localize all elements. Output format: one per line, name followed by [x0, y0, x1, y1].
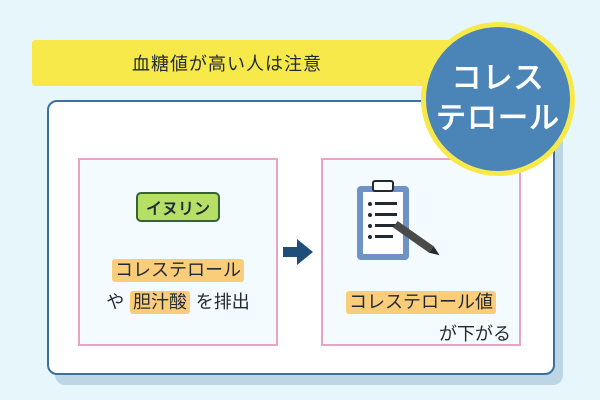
right-line-2: が下がる: [439, 324, 511, 345]
circle-line-1: コレス: [451, 61, 545, 96]
left-line-1: コレステロール: [80, 256, 276, 282]
left-suffix: を排出: [195, 292, 250, 313]
cholesterol-highlight: コレステロール: [112, 259, 244, 282]
bile-acid-highlight: 胆汁酸: [130, 291, 190, 314]
cholesterol-circle-badge: コレス テロール: [421, 22, 575, 176]
arrow-right-icon: [283, 239, 313, 265]
title-banner: 血糖値が高い人は注意: [32, 40, 482, 86]
circle-line-2: テロール: [436, 101, 560, 136]
clipboard-with-pen-icon: [357, 180, 440, 260]
banner-title: 血糖値が高い人は注意: [132, 54, 322, 75]
left-prefix: や: [106, 292, 125, 313]
cholesterol-value-highlight: コレステロール値: [346, 291, 496, 314]
result-card: コレステロール値 が下がる: [321, 158, 521, 346]
inulin-badge: イヌリン: [135, 192, 221, 222]
left-line-2: や 胆汁酸 を排出: [80, 288, 276, 314]
right-line-1: コレステロール値: [323, 288, 519, 314]
inulin-card: イヌリン コレステロール や 胆汁酸 を排出: [78, 158, 278, 346]
